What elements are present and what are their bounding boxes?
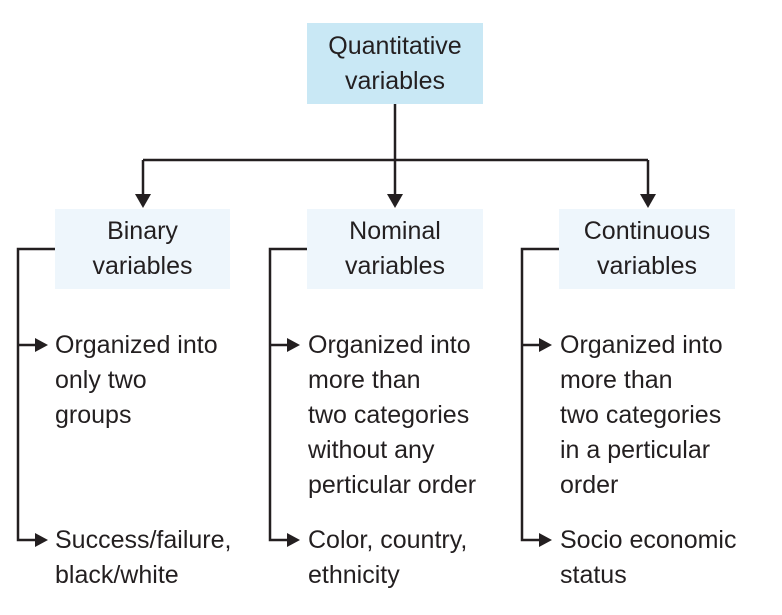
text-line: only two [55, 366, 147, 394]
node-label-line2: variables [344, 252, 446, 280]
bracket-line [268, 247, 307, 542]
node-label-line2: variables [92, 252, 193, 280]
text-line: Color, country, [308, 526, 468, 554]
arrowhead-right-icon [287, 338, 300, 352]
text-line: Organized into [560, 331, 723, 359]
bracket-line [520, 247, 559, 542]
arrowhead-right-icon [35, 338, 48, 352]
text-line: Organized into [308, 331, 471, 359]
continuous-description: Organized into more than two categories … [560, 328, 723, 503]
binary-examples: Success/failure, black/white [55, 523, 231, 593]
root-node-quantitative-variables: Quantitative variables [307, 23, 483, 104]
nominal-description: Organized into more than two categories … [308, 328, 476, 503]
text-line: status [560, 561, 627, 589]
arrowhead-right-icon [539, 533, 552, 547]
node-continuous-variables: Continuous variables [559, 209, 735, 289]
arrowhead-down-icon [135, 194, 151, 208]
arrowhead-down-icon [387, 194, 403, 208]
node-label-line1: Nominal [349, 217, 441, 245]
text-line: Success/failure, [55, 526, 232, 554]
text-line: perticular order [308, 471, 477, 499]
text-line: Organized into [55, 331, 218, 359]
text-line: two categories [560, 401, 722, 429]
text-line: more than [560, 366, 673, 394]
arrowhead-down-icon [640, 194, 656, 208]
binary-description: Organized into only two groups [55, 328, 218, 433]
continuous-examples: Socio economic status [560, 523, 736, 593]
bracket-line [16, 247, 55, 542]
text-line: order [560, 471, 619, 499]
arrowhead-right-icon [539, 338, 552, 352]
root-label-line2: variables [344, 66, 446, 95]
text-line: more than [308, 366, 421, 394]
text-line: black/white [55, 561, 179, 589]
arrowhead-right-icon [287, 533, 300, 547]
text-line: two categories [308, 401, 470, 429]
arrowhead-right-icon [35, 533, 48, 547]
text-line: without any [308, 436, 435, 464]
node-label-line2: variables [596, 252, 698, 280]
node-binary-variables: Binary variables [55, 209, 230, 289]
text-line: Socio economic [560, 526, 737, 554]
text-line: in a perticular [560, 436, 711, 464]
node-label-line1: Binary [107, 217, 178, 245]
text-line: ethnicity [308, 561, 400, 589]
node-label-line1: Continuous [583, 217, 711, 245]
root-label-line1: Quantitative [328, 31, 462, 60]
node-nominal-variables: Nominal variables [307, 209, 483, 289]
nominal-examples: Color, country, ethnicity [308, 523, 467, 593]
text-line: groups [55, 401, 132, 429]
